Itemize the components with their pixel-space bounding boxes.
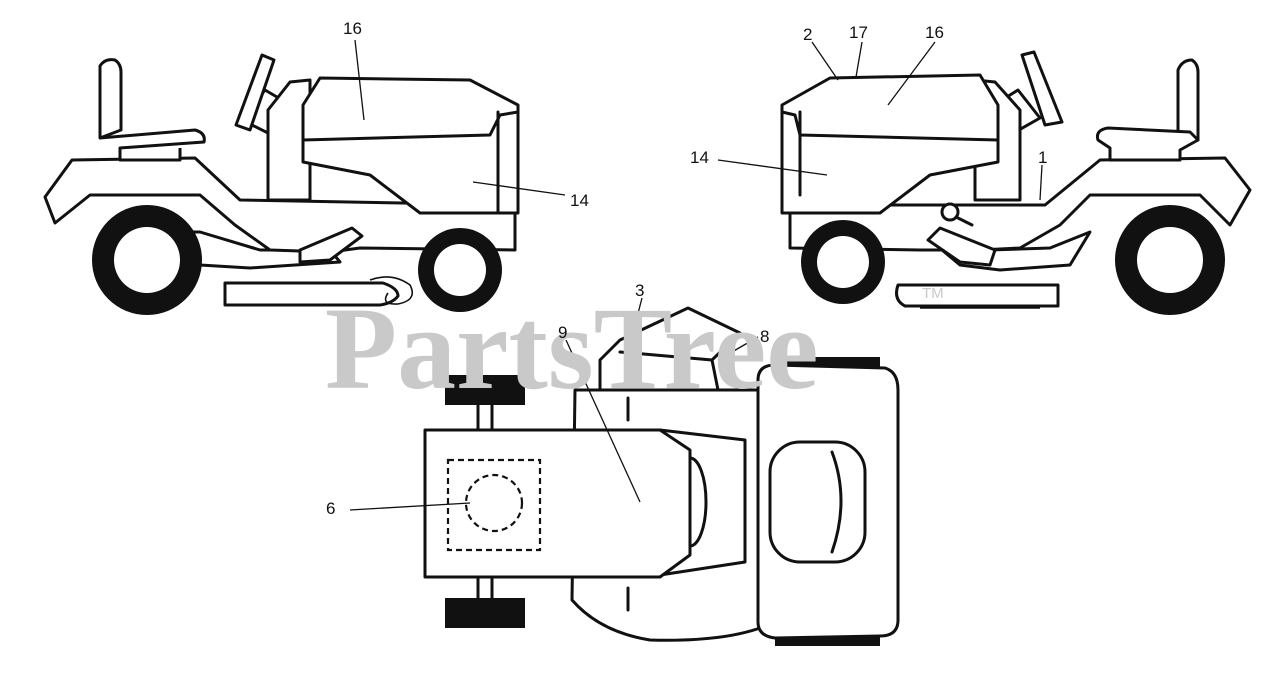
left-view-pedal bbox=[298, 226, 364, 264]
watermark-tm: TM bbox=[922, 285, 944, 302]
callout-labels: 16 14 2 17 16 14 1 3 8 9 6 bbox=[326, 19, 1047, 518]
right-view-knob bbox=[940, 202, 960, 222]
left-view-mower-deck bbox=[223, 281, 400, 307]
right-view-seat-cushion bbox=[1096, 126, 1200, 162]
left-view-rear-hub bbox=[114, 227, 180, 293]
leader-right-1 bbox=[1039, 164, 1043, 201]
top-view-hood-oval-inner bbox=[830, 450, 843, 554]
top-view-hood-oval bbox=[768, 440, 867, 564]
right-view-hood-seam bbox=[780, 110, 1000, 142]
leader-lines bbox=[349, 39, 1043, 511]
watermark-text: PartsTree bbox=[325, 283, 819, 414]
top-view-chute-fold bbox=[618, 350, 714, 362]
leader-right-2 bbox=[811, 41, 839, 81]
callout-left-side-panel: 14 bbox=[570, 191, 589, 210]
callout-right-front-hood: 2 bbox=[803, 25, 812, 44]
callout-right-hood: 16 bbox=[925, 23, 944, 42]
top-view-axle-bottom bbox=[476, 573, 494, 600]
right-view-rear-hub bbox=[1137, 227, 1203, 293]
leader-right-16 bbox=[887, 41, 936, 106]
callout-top-deck-left: 9 bbox=[558, 323, 567, 342]
leader-top-9 bbox=[565, 339, 641, 503]
left-view-front-hub bbox=[434, 244, 486, 296]
leader-top-3 bbox=[627, 297, 643, 353]
callout-left-hood: 16 bbox=[343, 19, 362, 38]
right-view-front-hub bbox=[817, 236, 869, 288]
left-view-steering-wheel bbox=[234, 53, 276, 132]
watermark: PartsTree TM bbox=[325, 283, 944, 414]
top-view-tire-rear-top bbox=[445, 375, 525, 405]
callout-top-deck-plate: 6 bbox=[326, 499, 335, 518]
right-view-pedal bbox=[926, 226, 997, 267]
left-view-hood-seam bbox=[301, 110, 520, 142]
top-view-tire-rear-bottom bbox=[445, 598, 525, 628]
right-view-hood bbox=[780, 73, 1000, 215]
callout-right-side-panel: 14 bbox=[690, 148, 709, 167]
right-side-view-tractor bbox=[780, 50, 1252, 315]
callout-top-chute: 3 bbox=[635, 281, 644, 300]
leader-left-16 bbox=[354, 39, 365, 121]
left-side-view-tractor bbox=[43, 53, 520, 315]
right-view-seat-back bbox=[1176, 58, 1200, 142]
leader-top-6 bbox=[349, 502, 471, 511]
top-view-axle-top bbox=[476, 403, 494, 432]
right-view-knob-stem bbox=[954, 215, 974, 227]
callout-right-fender: 1 bbox=[1038, 148, 1047, 167]
top-view-seat-circle-dashed bbox=[464, 473, 524, 533]
left-view-hood bbox=[301, 76, 520, 215]
callout-right-hood-top: 17 bbox=[849, 23, 868, 42]
leader-right-17 bbox=[855, 41, 863, 78]
leader-left-14 bbox=[472, 181, 566, 196]
left-view-seat-cushion bbox=[99, 128, 206, 162]
top-view-seat-plate-dashed bbox=[446, 458, 542, 552]
leader-right-14 bbox=[717, 159, 828, 176]
leader-top-8 bbox=[717, 336, 759, 361]
callout-top-chute-deflector: 8 bbox=[760, 327, 769, 346]
left-view-seat-back bbox=[98, 58, 123, 140]
right-view-mower-deck bbox=[895, 283, 1060, 308]
left-view-dash-tower bbox=[266, 78, 312, 202]
right-view-steering-wheel bbox=[1020, 50, 1064, 127]
left-view-deck-strap bbox=[369, 276, 414, 305]
